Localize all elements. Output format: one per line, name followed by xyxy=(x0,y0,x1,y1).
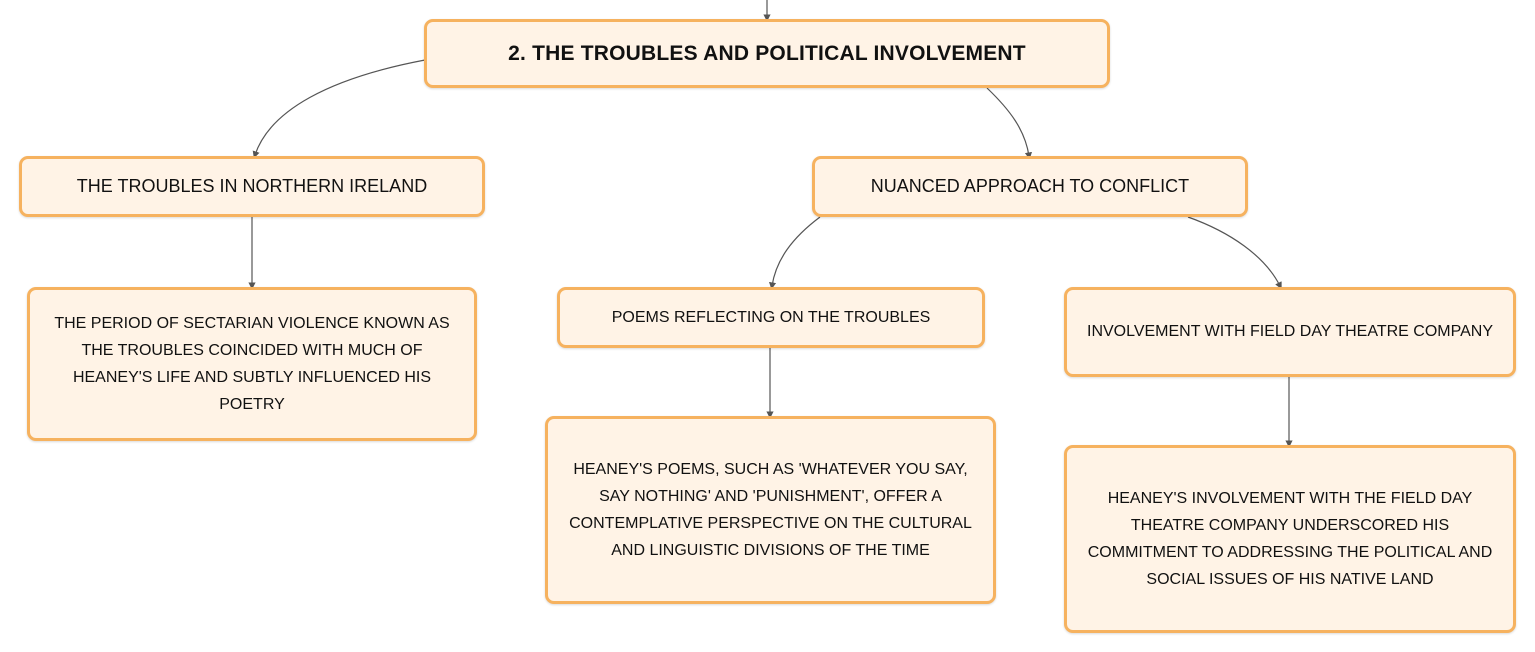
node-troubles-in-northern-ireland-label: THE TROUBLES IN NORTHERN IRELAND xyxy=(76,176,428,196)
connector-nuanced-to-fieldday xyxy=(1187,216,1282,290)
connector-root-to-nuanced xyxy=(986,87,1033,160)
node-poems-reflecting-label: POEMS REFLECTING ON THE TROUBLES xyxy=(611,308,931,326)
node-nuanced-approach[interactable]: NUANCED APPROACH TO CONFLICT xyxy=(812,156,1248,217)
node-field-day-involvement-label: INVOLVEMENT WITH FIELD DAY THEATRE COMPA… xyxy=(1087,323,1493,340)
connector-nuanced-to-poems xyxy=(768,216,821,290)
node-troubles-in-northern-ireland[interactable]: THE TROUBLES IN NORTHERN IRELAND xyxy=(19,156,485,217)
node-poems-detail[interactable]: HEANEY'S POEMS, SUCH AS 'WHATEVER YOU SA… xyxy=(545,416,996,604)
connector-root-to-troubles xyxy=(252,59,426,159)
node-poems-reflecting[interactable]: POEMS REFLECTING ON THE TROUBLES xyxy=(557,287,985,348)
node-troubles-detail-text: THE PERIOD OF SECTARIAN VIOLENCE KNOWN A… xyxy=(54,315,450,413)
node-nuanced-approach-label: NUANCED APPROACH TO CONFLICT xyxy=(870,176,1190,196)
node-troubles-detail[interactable]: THE PERIOD OF SECTARIAN VIOLENCE KNOWN A… xyxy=(27,287,477,441)
node-field-day-detail[interactable]: HEANEY'S INVOLVEMENT WITH THE FIELD DAY … xyxy=(1064,445,1516,633)
root-node[interactable]: 2. THE TROUBLES AND POLITICAL INVOLVEMEN… xyxy=(424,19,1110,88)
node-field-day-detail-text: HEANEY'S INVOLVEMENT WITH THE FIELD DAY … xyxy=(1087,490,1493,588)
node-poems-detail-text: HEANEY'S POEMS, SUCH AS 'WHATEVER YOU SA… xyxy=(569,461,972,559)
node-field-day-involvement[interactable]: INVOLVEMENT WITH FIELD DAY THEATRE COMPA… xyxy=(1064,287,1516,377)
root-node-label: 2. THE TROUBLES AND POLITICAL INVOLVEMEN… xyxy=(508,41,1026,65)
